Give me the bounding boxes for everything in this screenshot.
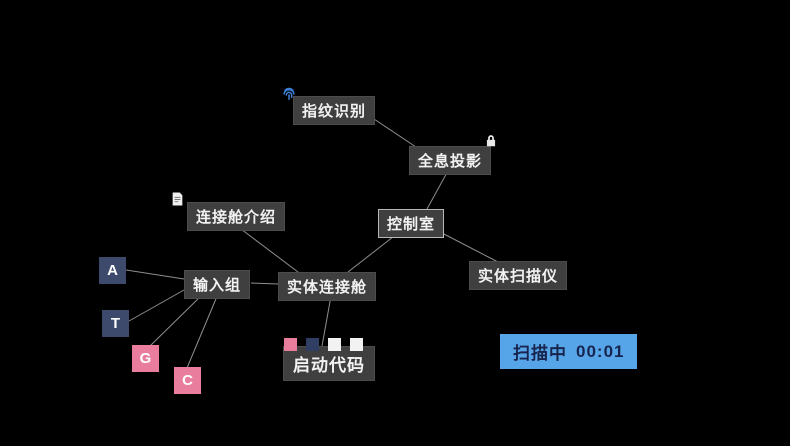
- code-slot-1[interactable]: [284, 338, 297, 351]
- edge-tile-a-to-input-group: [125, 269, 185, 280]
- node-label: 控制室: [387, 216, 436, 233]
- scanning-timer-badge: 扫描中 00:01: [500, 334, 638, 369]
- node-label: G: [139, 350, 152, 367]
- code-slot-row: [284, 338, 363, 351]
- node-tile-c[interactable]: C: [174, 367, 201, 394]
- code-slot-3[interactable]: [328, 338, 341, 351]
- timer-label: 扫描中: [513, 344, 567, 363]
- edge-tile-g-to-input-group: [149, 293, 204, 347]
- node-control-room[interactable]: 控制室: [378, 209, 445, 238]
- code-slot-4[interactable]: [350, 338, 363, 351]
- node-physical-connection-cabin[interactable]: 实体连接舱: [278, 272, 377, 301]
- document-icon: [171, 192, 184, 206]
- node-label: 输入组: [193, 277, 242, 294]
- edge-holographic-projection-to-control-room: [426, 168, 450, 210]
- node-label: 实体连接舱: [287, 279, 368, 296]
- node-label: C: [182, 372, 193, 389]
- edge-fingerprint-recognition-to-holographic-projection: [370, 116, 417, 148]
- node-startup-code[interactable]: 启动代码: [283, 346, 375, 381]
- node-label: 连接舱介绍: [196, 209, 277, 226]
- edge-connection-cabin-intro-to-physical-connection-cabin: [236, 225, 299, 273]
- node-tile-a[interactable]: A: [99, 257, 126, 284]
- timer-value: 00:01: [576, 341, 625, 361]
- edge-control-room-to-physical-connection-cabin: [347, 232, 399, 273]
- edge-physical-connection-cabin-to-startup-code: [321, 295, 332, 347]
- edge-control-room-to-physical-scanner: [441, 232, 499, 263]
- node-label: 实体扫描仪: [478, 268, 559, 285]
- edge-input-group-to-physical-connection-cabin: [250, 282, 279, 285]
- code-slot-2[interactable]: [306, 338, 319, 351]
- node-connection-cabin-intro[interactable]: 连接舱介绍: [172, 192, 286, 231]
- node-label: T: [110, 315, 121, 332]
- node-label: 全息投影: [418, 153, 483, 170]
- lock-icon: [484, 134, 498, 148]
- fingerprint-icon: [281, 86, 297, 102]
- node-input-group[interactable]: 输入组: [184, 270, 251, 299]
- node-label: 启动代码: [293, 356, 365, 375]
- node-holographic-projection[interactable]: 全息投影: [409, 135, 496, 175]
- node-tile-g[interactable]: G: [132, 345, 159, 372]
- node-fingerprint-recognition[interactable]: 指纹识别: [283, 87, 376, 125]
- node-label: 指纹识别: [302, 103, 367, 120]
- node-physical-scanner[interactable]: 实体扫描仪: [469, 261, 568, 290]
- node-tile-t[interactable]: T: [102, 310, 129, 337]
- edge-tile-c-to-input-group: [186, 293, 219, 369]
- node-label: A: [107, 262, 118, 279]
- edge-tile-t-to-input-group: [128, 289, 185, 322]
